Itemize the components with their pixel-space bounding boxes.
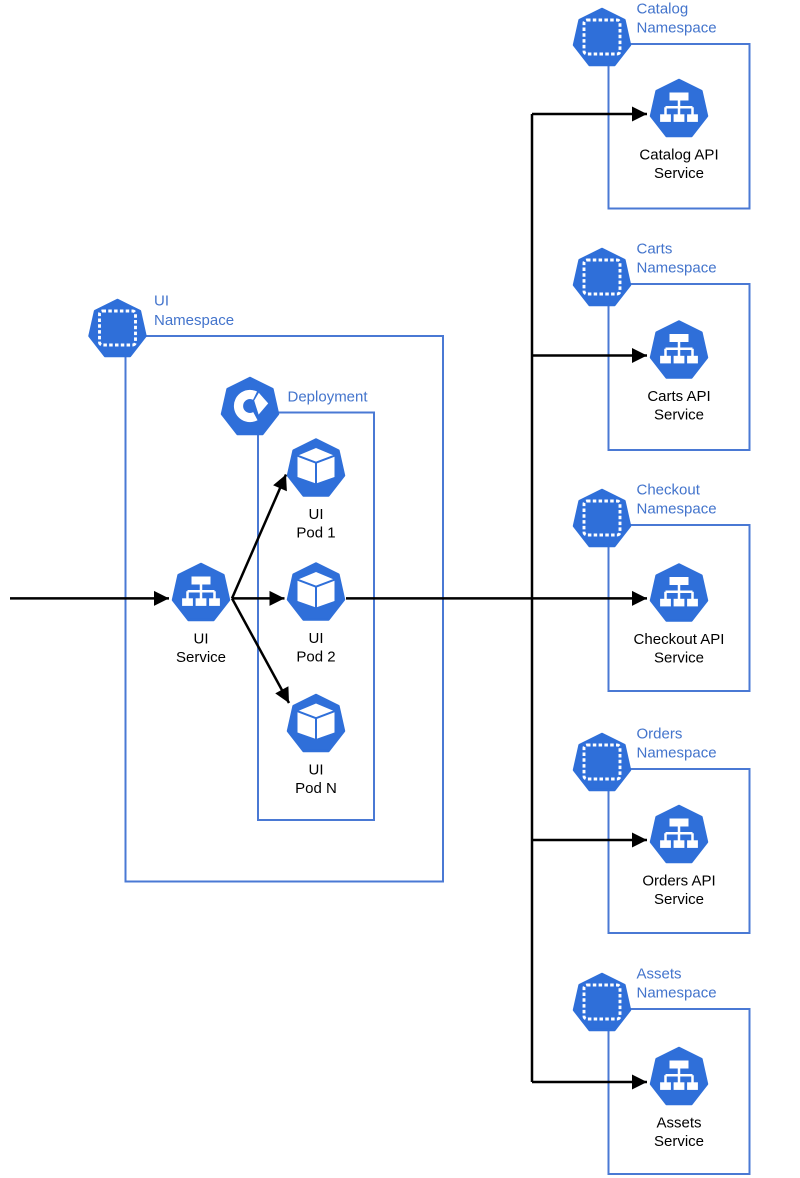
svg-text:Orders API: Orders API: [642, 873, 715, 890]
svg-text:Orders: Orders: [637, 726, 683, 743]
svg-text:Pod 2: Pod 2: [296, 648, 335, 665]
svg-text:Namespace: Namespace: [637, 259, 717, 276]
svg-text:Carts: Carts: [637, 241, 673, 258]
svg-text:Catalog: Catalog: [637, 1, 689, 18]
svg-text:Service: Service: [176, 649, 226, 666]
svg-text:Service: Service: [654, 406, 704, 423]
svg-text:UI: UI: [309, 630, 324, 647]
svg-text:Namespace: Namespace: [637, 744, 717, 761]
svg-text:Catalog API: Catalog API: [639, 147, 718, 164]
svg-text:Service: Service: [654, 165, 704, 182]
svg-text:UI: UI: [309, 506, 324, 523]
svg-text:Assets: Assets: [637, 966, 682, 983]
svg-text:UI: UI: [154, 293, 169, 310]
svg-text:Checkout API: Checkout API: [634, 631, 725, 648]
svg-text:Assets: Assets: [656, 1115, 701, 1132]
svg-text:Service: Service: [654, 649, 704, 666]
svg-text:Deployment: Deployment: [288, 389, 369, 406]
svg-text:UI: UI: [309, 762, 324, 779]
svg-text:Namespace: Namespace: [637, 984, 717, 1001]
svg-text:Namespace: Namespace: [637, 19, 717, 36]
svg-text:UI: UI: [194, 631, 209, 648]
svg-text:Pod 1: Pod 1: [296, 524, 335, 541]
svg-text:Namespace: Namespace: [637, 500, 717, 517]
svg-text:Pod N: Pod N: [295, 780, 337, 797]
svg-text:Checkout: Checkout: [637, 482, 701, 499]
svg-text:Service: Service: [654, 1133, 704, 1150]
svg-text:Carts API: Carts API: [647, 388, 710, 405]
svg-text:Namespace: Namespace: [154, 312, 234, 329]
svg-text:Service: Service: [654, 891, 704, 908]
